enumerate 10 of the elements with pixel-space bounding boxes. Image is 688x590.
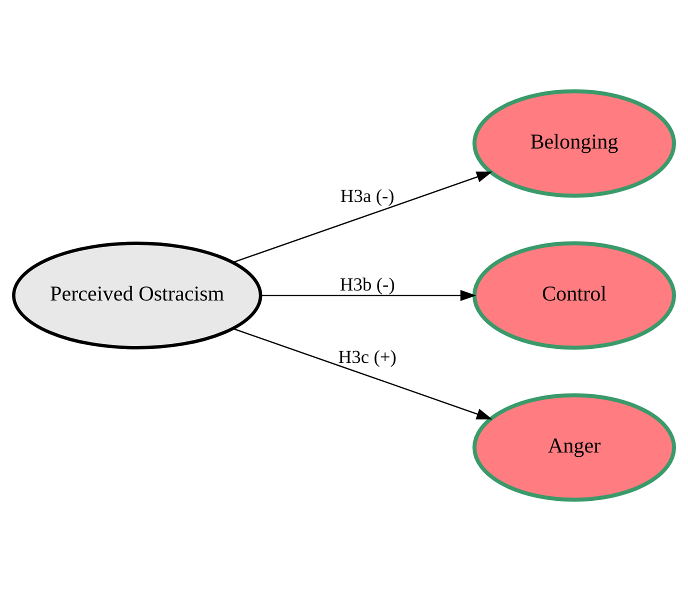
node-ellipse: Belonging: [472, 88, 676, 198]
edge-label: H3c (+): [338, 348, 396, 368]
edge-label: H3b (-): [340, 274, 395, 295]
node-ellipse: Perceived Ostracism: [12, 241, 262, 349]
node-ellipse: Anger: [472, 392, 676, 502]
arrow: [232, 171, 492, 263]
edge-label: H3a (-): [340, 186, 394, 206]
node-ellipse: Control: [472, 240, 676, 350]
arrow: [232, 327, 492, 419]
arrow: [260, 289, 476, 301]
